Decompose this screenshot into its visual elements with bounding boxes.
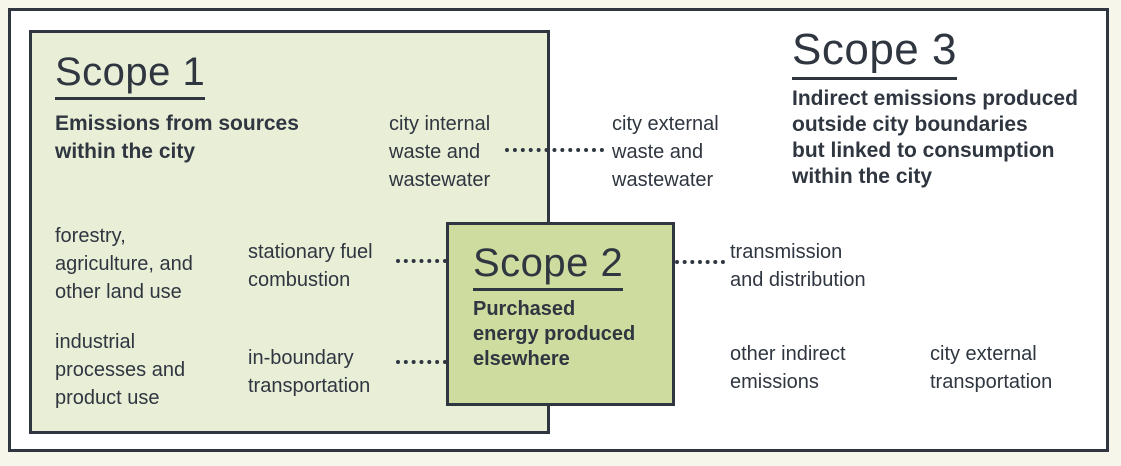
scope2-title: Scope 2	[473, 241, 624, 291]
label-transmission-distribution: transmission and distribution	[730, 241, 866, 291]
label-forestry-agriculture-land-use: forestry, agriculture, and other land us…	[55, 225, 193, 303]
scope1-title-text: Scope 1	[55, 50, 206, 100]
scope3-title: Scope 3	[792, 25, 957, 80]
dotted-connector-stationary-fuel	[396, 259, 447, 263]
dotted-connector-in-boundary	[396, 360, 447, 364]
scope1-description: Emissions from sources within the city	[55, 112, 299, 163]
label-in-boundary-transportation: in-boundary transportation	[248, 347, 371, 397]
scope3-description: Indirect emissions produced outside city…	[792, 87, 1078, 188]
label-industrial-processes: industrial processes and product use	[55, 331, 186, 409]
scope1-title: Scope 1	[55, 50, 206, 100]
scope2-description: Purchased energy produced elsewhere	[473, 298, 636, 370]
scope2-title-text: Scope 2	[473, 241, 624, 291]
scope3-title-text: Scope 3	[792, 25, 957, 80]
dotted-connector-waste	[505, 148, 604, 152]
label-city-external-waste: city external waste and wastewater	[612, 113, 719, 191]
dotted-connector-transmission	[675, 260, 725, 264]
label-city-external-transportation: city external transportation	[930, 343, 1053, 393]
label-other-indirect-emissions: other indirect emissions	[730, 343, 846, 393]
label-city-internal-waste: city internal waste and wastewater	[389, 113, 491, 191]
scope2-box	[446, 222, 675, 406]
label-stationary-fuel-combustion: stationary fuel combustion	[248, 241, 373, 291]
